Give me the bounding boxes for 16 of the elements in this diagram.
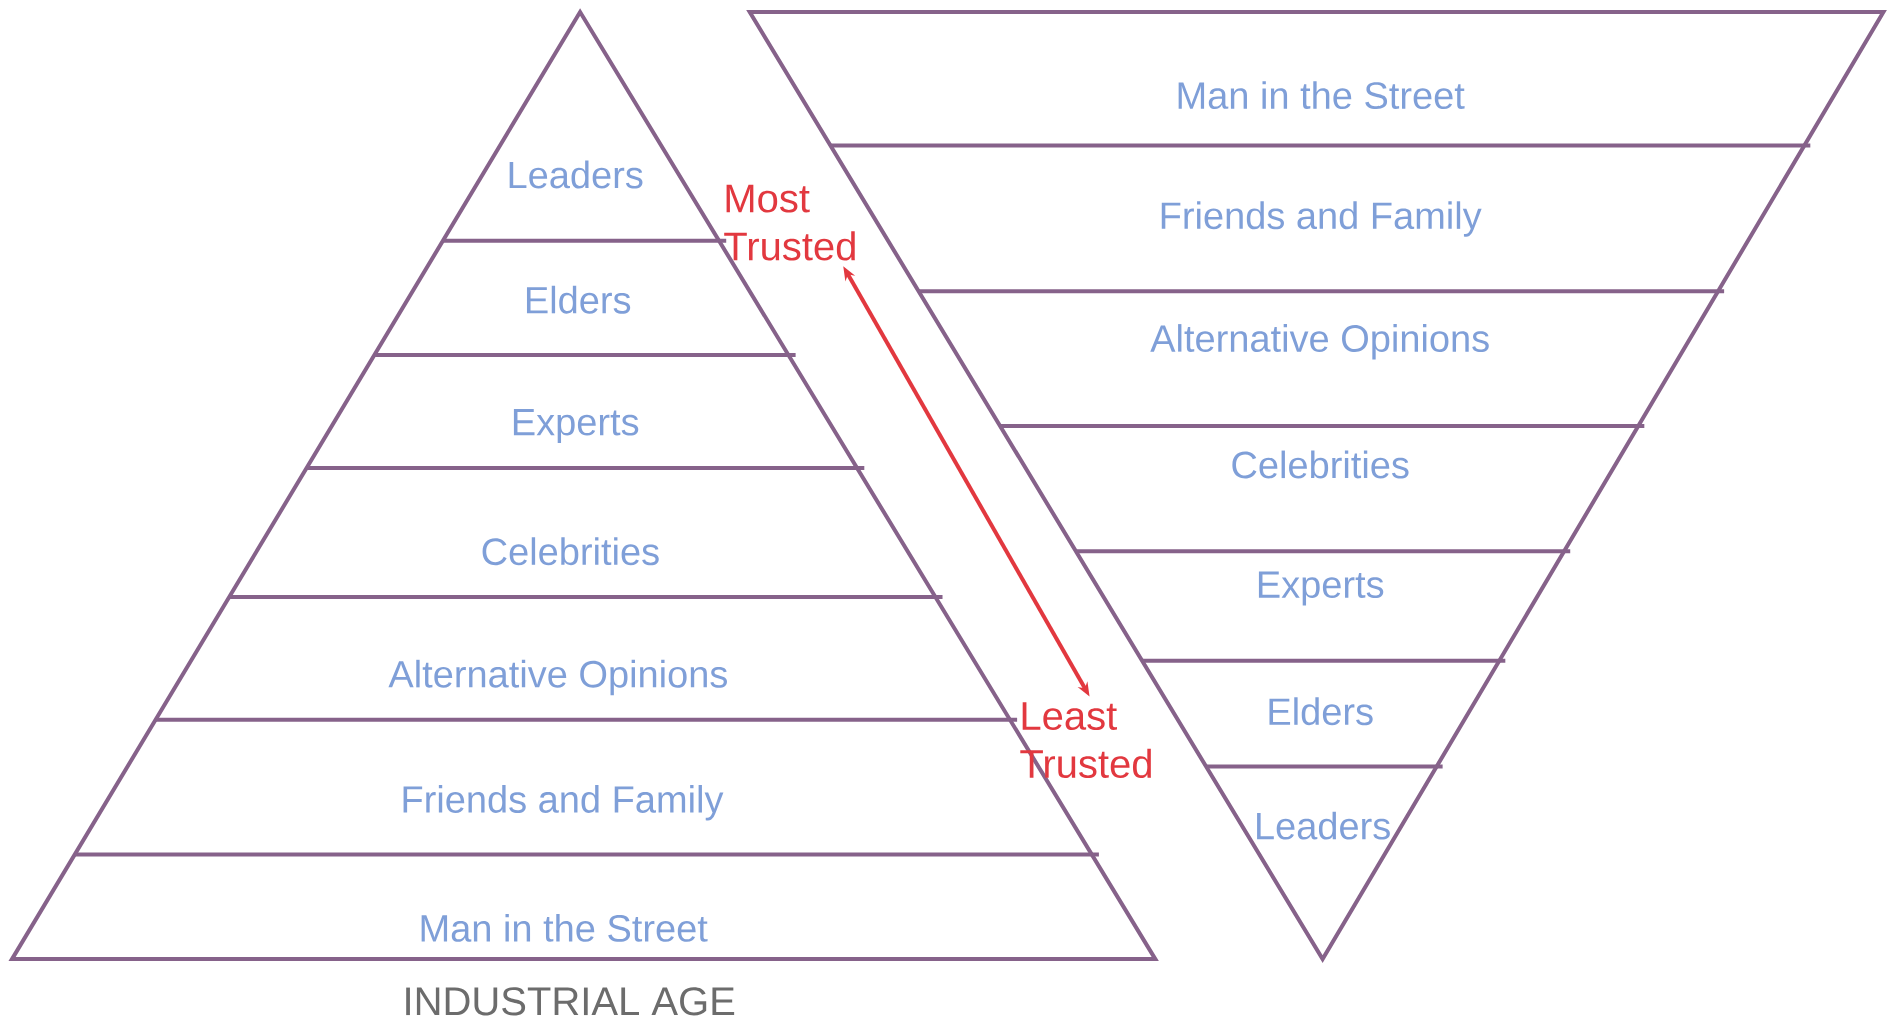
pyramid-caption: INDUSTRIAL AGE: [406, 987, 735, 1016]
layer-label: Leaders: [509, 160, 643, 189]
layer-label: Leaders: [1257, 811, 1390, 840]
layer-label: Celebrities: [482, 537, 659, 566]
layer-label: Friends and Family: [1161, 201, 1482, 237]
layer-label: Alternative Opinions: [388, 659, 727, 696]
layer-label: Man in the Street: [421, 913, 708, 942]
layer-label: Celebrities: [1232, 450, 1409, 479]
layer-label: Elders: [1269, 697, 1373, 726]
trust-label: Most Trusted: [724, 184, 855, 261]
layer-label: Experts: [1258, 571, 1384, 606]
layer-label: Elders: [526, 285, 631, 314]
layer-label: Friends and Family: [403, 785, 724, 821]
layer-label: Experts: [513, 409, 639, 444]
layer-label: Alternative Opinions: [1150, 324, 1489, 360]
layer-label: Man in the Street: [1178, 81, 1465, 110]
